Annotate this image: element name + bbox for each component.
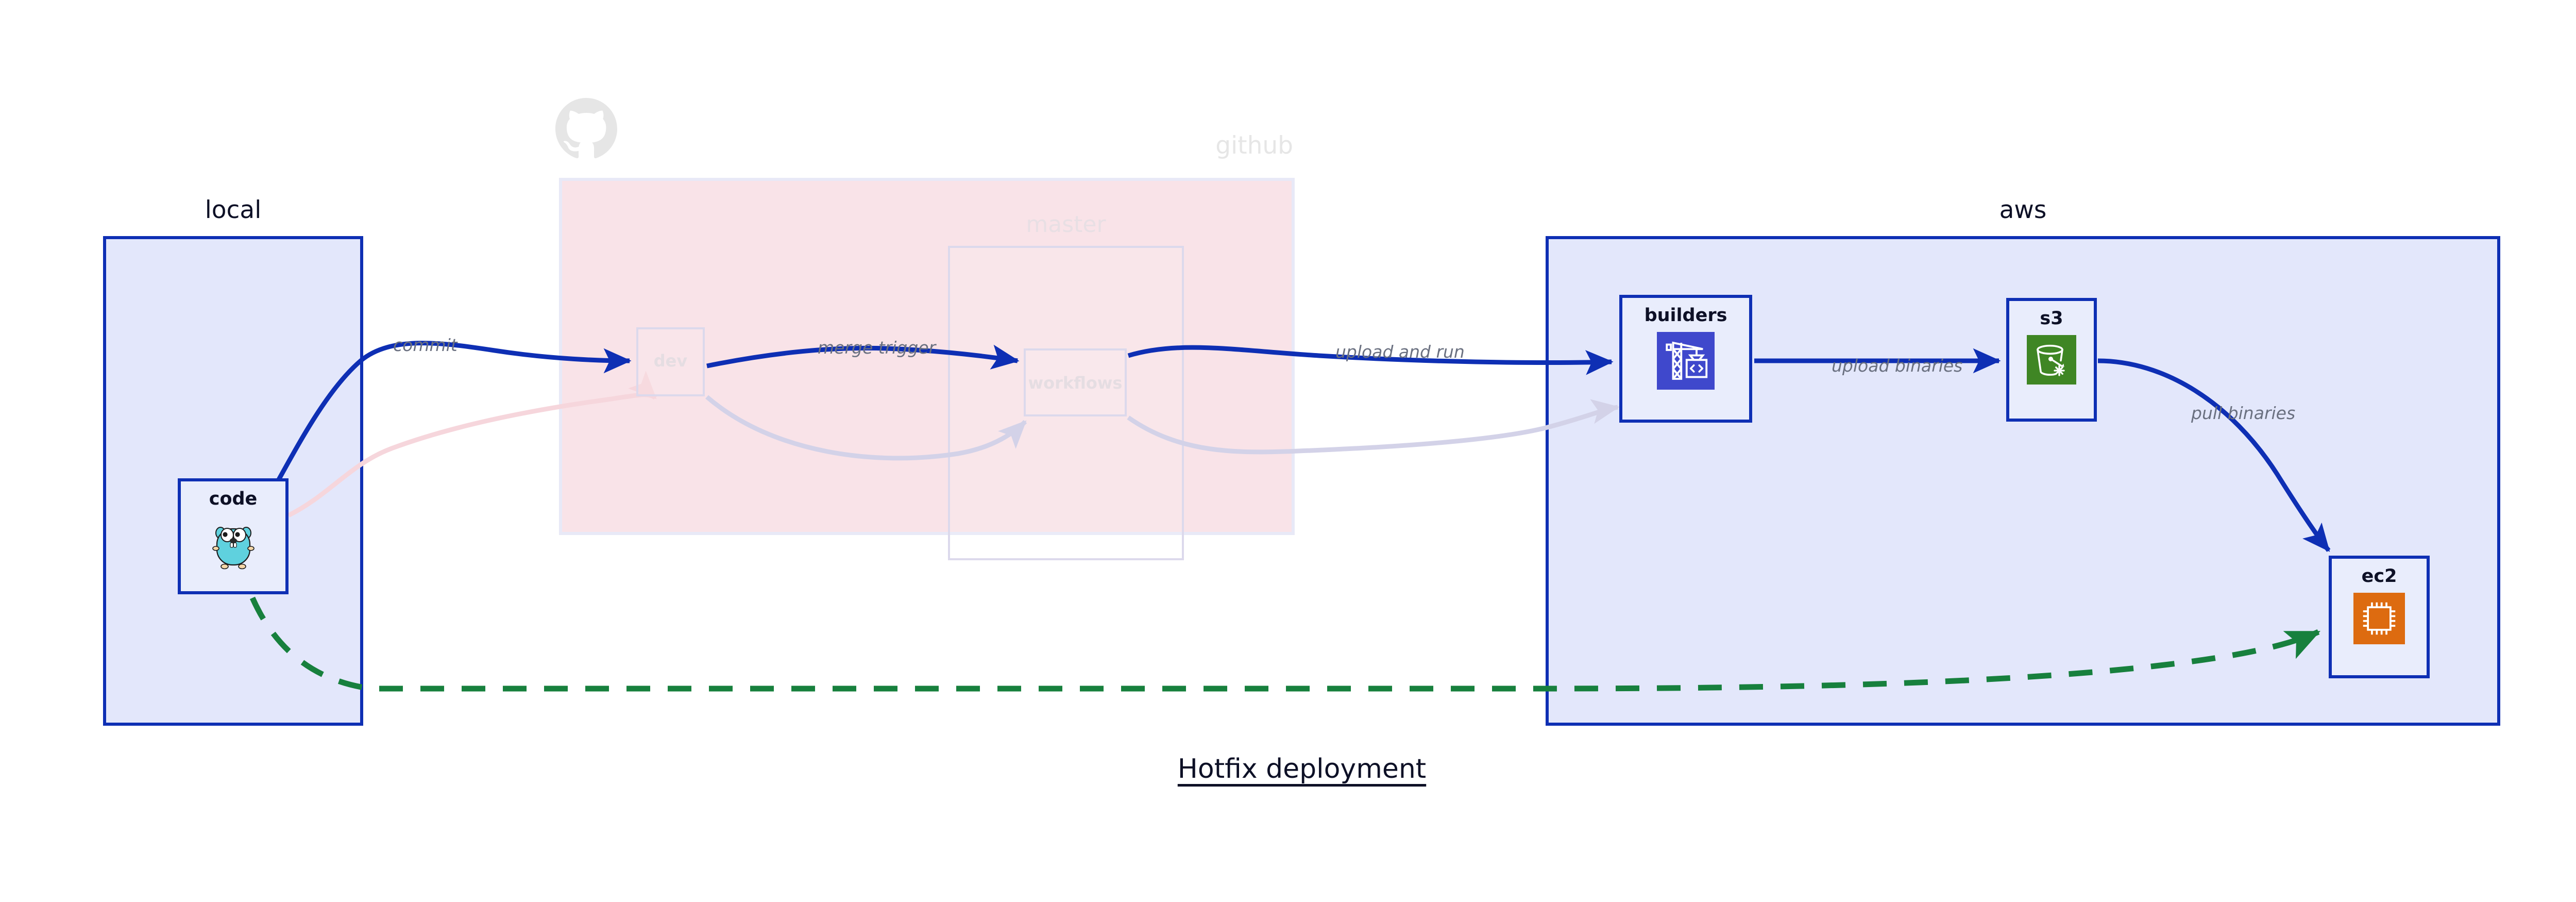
group-github-label: github (1215, 131, 1293, 160)
group-aws-label: aws (1999, 196, 2047, 224)
node-ec2-label: ec2 (2361, 566, 2397, 587)
page-title: Hotfix deployment (1177, 754, 1427, 784)
node-workflows-label: workflows (1028, 373, 1123, 393)
edge-label-upload-binaries: upload binaries (1832, 356, 1963, 376)
edge-label-commit: commit (393, 335, 457, 355)
node-workflows[interactable]: workflows (1024, 348, 1127, 416)
group-local-label: local (205, 196, 262, 224)
group-master-label: master (1026, 211, 1106, 238)
node-code-label: code (209, 489, 258, 509)
edge-label-upload-and-run: upload and run (1335, 342, 1465, 362)
edge-label-merge-trigger: merge trigger (818, 338, 936, 358)
node-code[interactable]: code (178, 478, 289, 594)
node-builders-label: builders (1644, 305, 1727, 326)
aws-s3-bucket-icon (2027, 335, 2076, 385)
node-s3[interactable]: s3 (2006, 298, 2097, 422)
go-gopher-icon (210, 515, 257, 571)
octocat-icon (555, 98, 617, 159)
node-dev-label: dev (653, 351, 688, 371)
node-dev[interactable]: dev (636, 327, 705, 396)
node-s3-label: s3 (2040, 308, 2063, 329)
node-ec2[interactable]: ec2 (2329, 556, 2430, 678)
node-builders[interactable]: builders (1619, 295, 1752, 423)
aws-codebuild-icon (1657, 332, 1715, 390)
edge-label-pull-binaries: pull binaries (2191, 403, 2296, 423)
aws-ec2-chip-icon (2353, 593, 2405, 644)
